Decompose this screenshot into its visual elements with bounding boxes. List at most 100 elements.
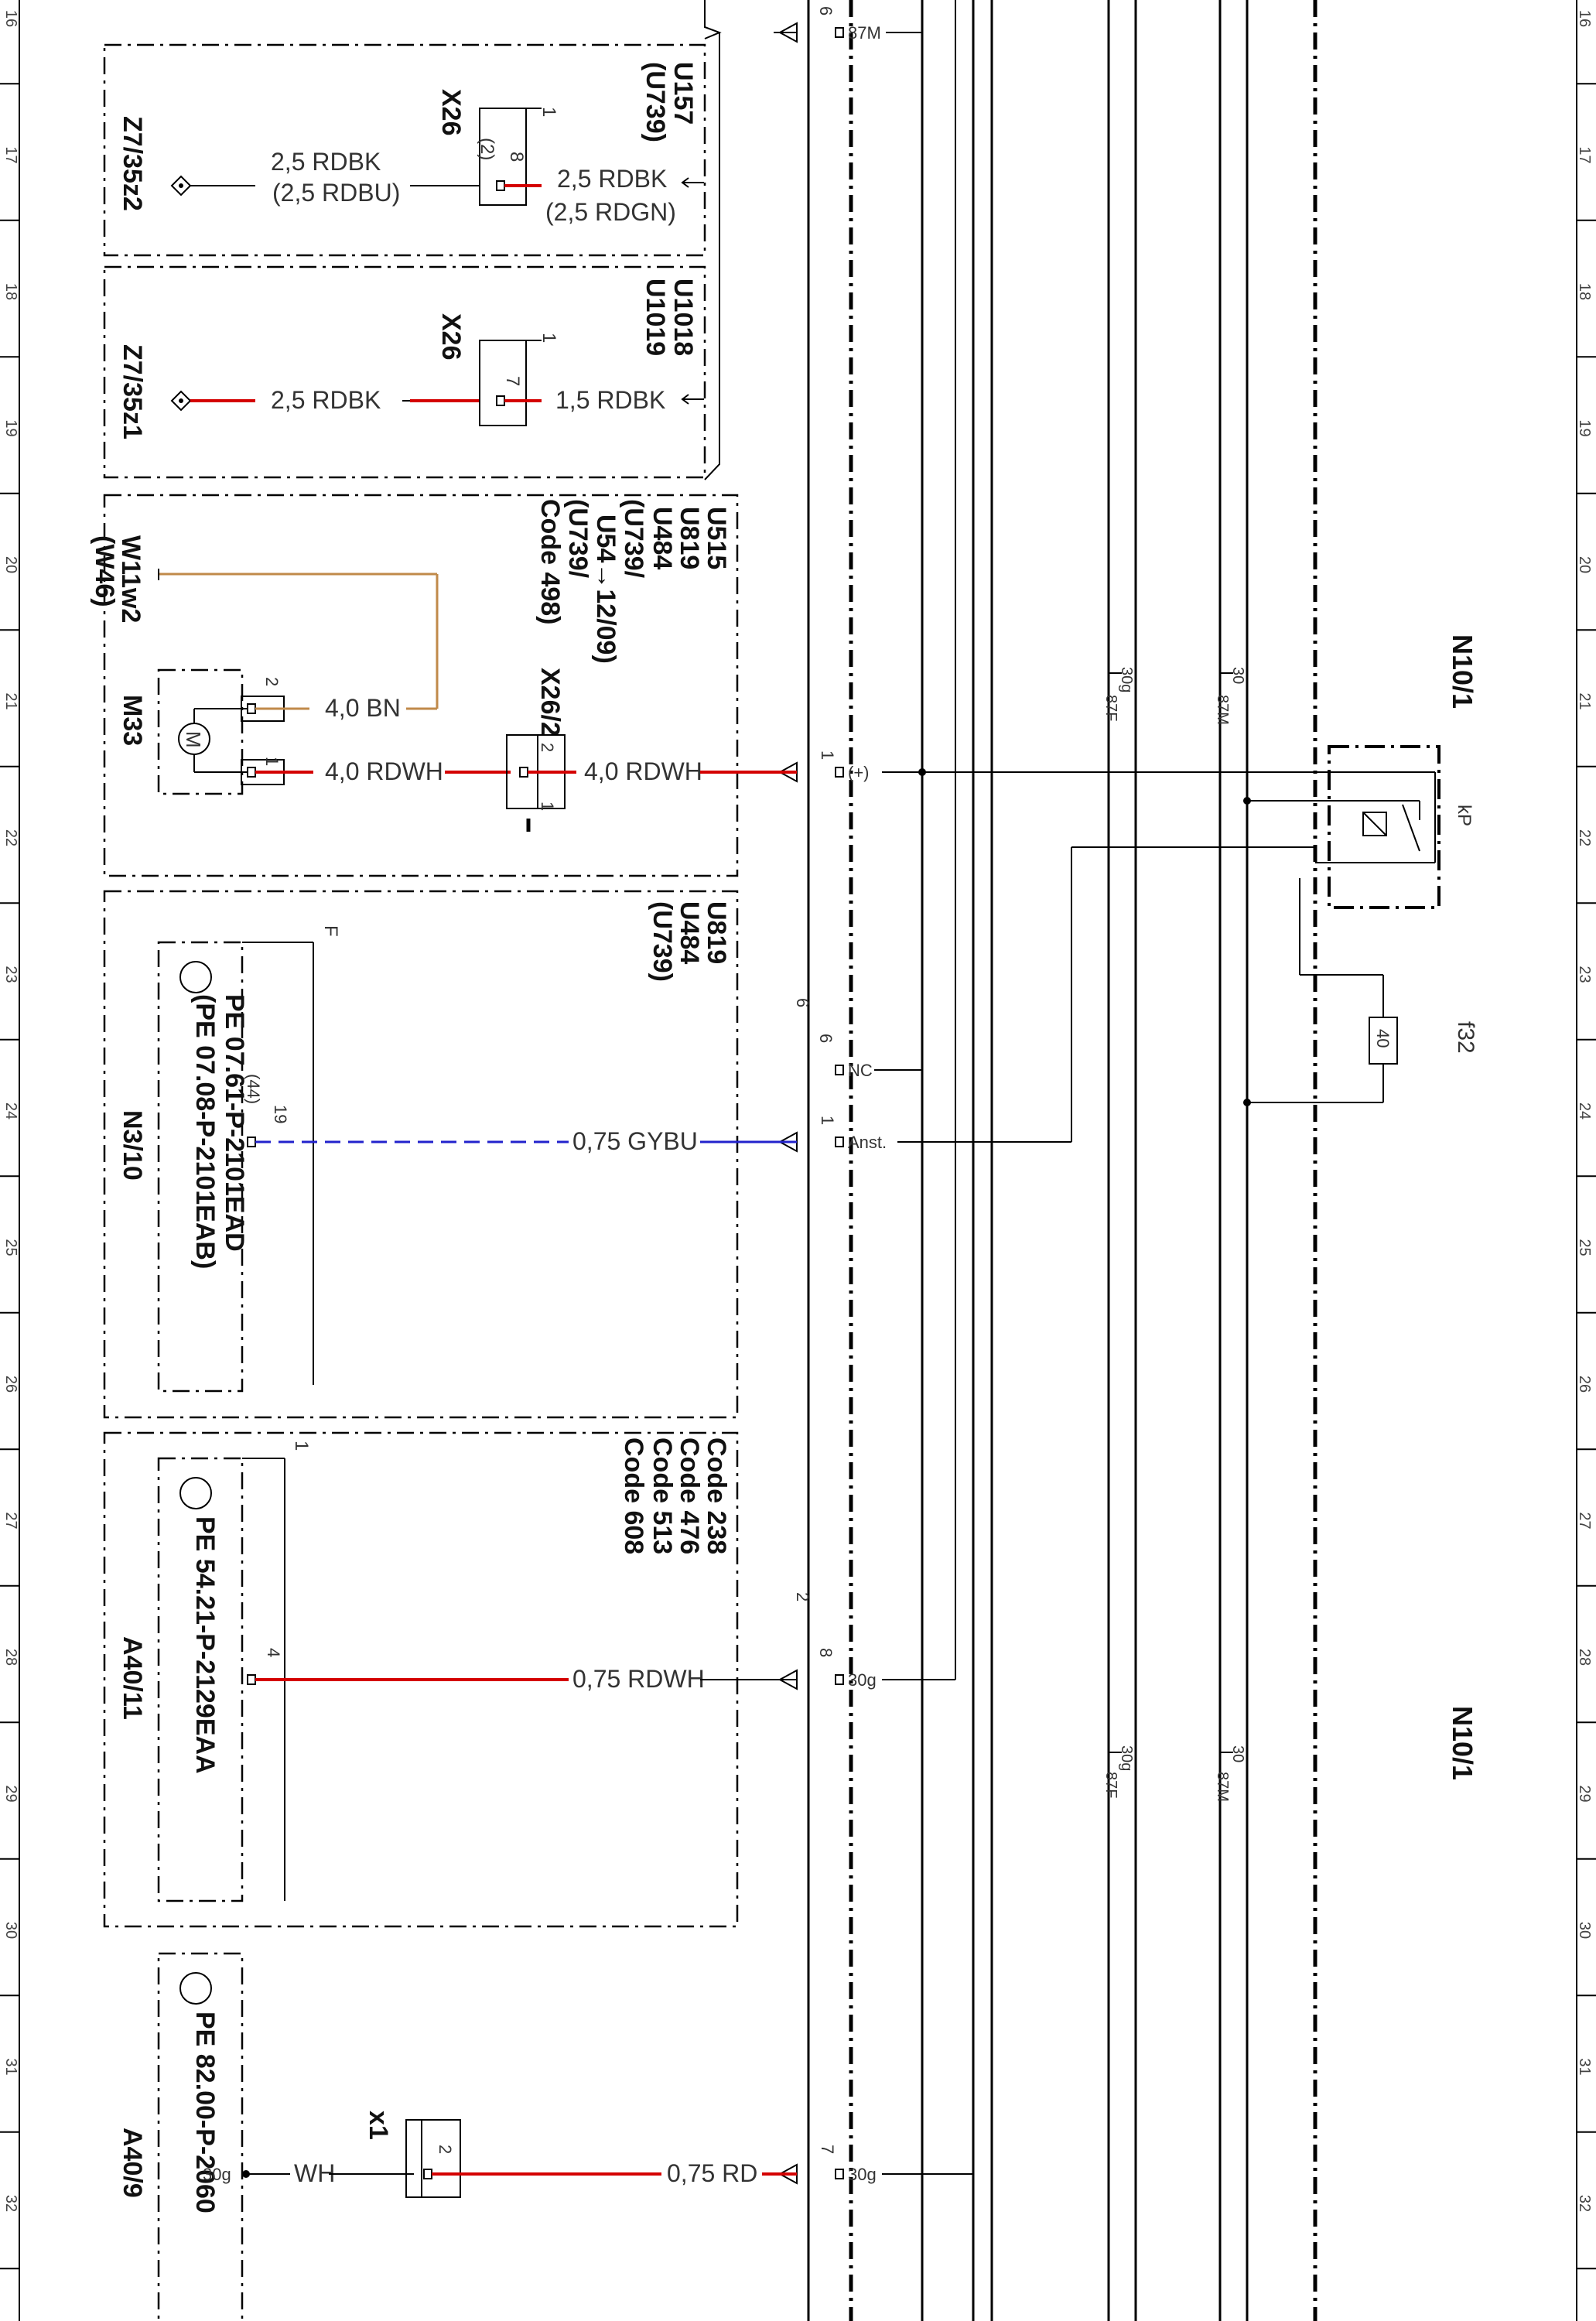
n10-ref-top: N10/1 xyxy=(1447,634,1478,709)
a409-pin: 2 xyxy=(436,2145,455,2154)
ruler-label: 22 xyxy=(2,829,19,846)
u157-left-wire: 2,5 RDBK xyxy=(271,148,381,176)
pin-6: 6 xyxy=(816,1034,836,1043)
ruler-label: 23 xyxy=(2,966,19,983)
code238-pin: 4 xyxy=(264,1648,283,1657)
m33-pin-a: 2 xyxy=(262,677,282,686)
code238-component: A40/11 xyxy=(118,1636,147,1720)
ruler-label: 16 xyxy=(1576,10,1593,27)
block-a409: PE 82.00-P-2060 A40/9 30g WH x1 2 0,75 R… xyxy=(118,1952,774,2321)
u819-pin-alt: (44) xyxy=(244,1074,263,1104)
u819-code-3: (U739) xyxy=(648,901,677,982)
a409-component: A40/9 xyxy=(118,2128,147,2198)
motor-symbol: M xyxy=(182,731,205,748)
u515-code-2: U819 xyxy=(675,507,704,569)
pin-top-6: 6 xyxy=(816,6,836,15)
ruler-label: 25 xyxy=(1576,1239,1593,1256)
code238-wire: 0,75 RDWH xyxy=(572,1665,705,1693)
bus-label-87m-b: 87M xyxy=(1214,1772,1231,1802)
ruler-label: 17 xyxy=(2,146,19,163)
block-u819: U819 U484 (U739) F PE 07.61-P-2101EAD (P… xyxy=(103,890,774,1419)
ruler-label: 32 xyxy=(2,2195,19,2212)
u515-harness: W11w2 xyxy=(116,535,145,623)
code238-code-2: Code 476 xyxy=(675,1437,704,1554)
n10-ref-bottom: N10/1 xyxy=(1447,1706,1478,1780)
u1018-code-1: U1018 xyxy=(668,279,698,356)
block-u157: U157 (U739) Z7/35z2 2,5 RDBK (2,5 RDBU) … xyxy=(103,43,706,257)
bus-labels-bottom: 87F 30g 87M 30 xyxy=(1102,1745,1246,1802)
code238-code-3: Code 513 xyxy=(648,1437,677,1554)
u1018-left-wire: 2,5 RDBK xyxy=(271,386,381,414)
block-u1018: U1018 U1019 Z7/35z1 2,5 RDBK X26 1 7 1,5… xyxy=(103,265,706,479)
bus-label-30g: 30g xyxy=(1118,667,1135,692)
u819-pe-2: (PE 07.08-P-2101EAB) xyxy=(190,994,220,1269)
u819-component: N3/10 xyxy=(118,1110,147,1181)
wire-rdwh-right: 4,0 RDWH xyxy=(584,757,702,785)
pin-30g-a: 30g xyxy=(848,1670,877,1690)
ruler-label: 30 xyxy=(2,1922,19,1939)
u1018-pin: 7 xyxy=(502,376,523,386)
ruler-label: 30 xyxy=(1576,1922,1593,1939)
ruler-label: 22 xyxy=(1576,829,1593,846)
u157-pin: 8 xyxy=(506,152,527,162)
m33-pin-b: 1 xyxy=(262,757,282,766)
code238-pe: PE 54.21-P-2129EAA xyxy=(190,1516,220,1774)
pin-30g-b: 30g xyxy=(848,2165,877,2184)
ruler-label: 28 xyxy=(1576,1649,1593,1666)
ruler-label: 24 xyxy=(1576,1102,1593,1119)
ruler-label: 28 xyxy=(2,1649,19,1666)
bus-label-87m: 87M xyxy=(1214,695,1231,725)
u157-pin-alt: (2) xyxy=(477,138,497,160)
ruler-label: 31 xyxy=(2,2058,19,2075)
ruler-label: 25 xyxy=(2,1239,19,1256)
ruler-label: 27 xyxy=(1576,1512,1593,1529)
u515-code-6: (U739/ xyxy=(563,499,593,579)
pin-nc: NC xyxy=(848,1061,873,1080)
ruler-label: 24 xyxy=(2,1102,19,1119)
ruler-label: 20 xyxy=(2,556,19,573)
ruler-label: 18 xyxy=(2,283,19,300)
u157-connector: X26 xyxy=(436,89,466,136)
u157-code-1: U157 xyxy=(668,62,698,125)
fuse-value: 40 xyxy=(1373,1029,1393,1048)
u1018-right-wire: 1,5 RDBK xyxy=(555,386,665,414)
pin-8-side: 2 xyxy=(793,1592,812,1601)
u819-pin: 19 xyxy=(271,1105,290,1123)
pin-6-side: 6 xyxy=(793,998,812,1007)
u819-code-2: U484 xyxy=(675,901,704,964)
u819-corner: F xyxy=(320,925,341,937)
ruler-label: 29 xyxy=(1576,1785,1593,1802)
x26-pin-2: 2 xyxy=(538,743,557,752)
ruler-label: 19 xyxy=(1576,419,1593,436)
u819-code-1: U819 xyxy=(702,901,731,964)
bus-lines xyxy=(807,0,1317,2321)
ruler-label: 19 xyxy=(2,419,19,436)
u515-harness-alt: (W46) xyxy=(90,535,119,607)
ruler-label: 32 xyxy=(1576,2195,1593,2212)
pin-anst: Anst. xyxy=(848,1133,887,1152)
ruler-label: 20 xyxy=(1576,556,1593,573)
ruler-label: 16 xyxy=(2,10,19,27)
a409-connector: x1 xyxy=(364,2111,393,2140)
u515-code-1: U515 xyxy=(702,507,731,569)
wire-bn: 4,0 BN xyxy=(325,694,401,722)
u157-left-ref: Z7/35z2 xyxy=(118,116,147,211)
u157-left-wire-alt: (2,5 RDBU) xyxy=(272,179,400,207)
ruler-label: 18 xyxy=(1576,283,1593,300)
bus-label-30: 30 xyxy=(1229,667,1246,684)
ruler-label: 27 xyxy=(2,1512,19,1529)
ruler-label: 29 xyxy=(2,1785,19,1802)
bus-label-30-b: 30 xyxy=(1229,1745,1246,1762)
u515-code-5: U54→12/09) xyxy=(591,514,620,664)
ruler-label: 23 xyxy=(1576,966,1593,983)
relay-kp: kP xyxy=(1243,745,1475,909)
u819-pe-1: PE 07.61-P-2101EAD xyxy=(220,994,249,1252)
bus-label-87f-b: 87F xyxy=(1102,1772,1119,1798)
u157-right-wire-alt: (2,5 RDGN) xyxy=(545,198,676,226)
ruler-label: 21 xyxy=(2,692,19,709)
u1018-left-ref: Z7/35z1 xyxy=(118,344,147,439)
u515-code-7: Code 498) xyxy=(535,499,565,625)
u515-code-4: (U739/ xyxy=(619,499,648,579)
